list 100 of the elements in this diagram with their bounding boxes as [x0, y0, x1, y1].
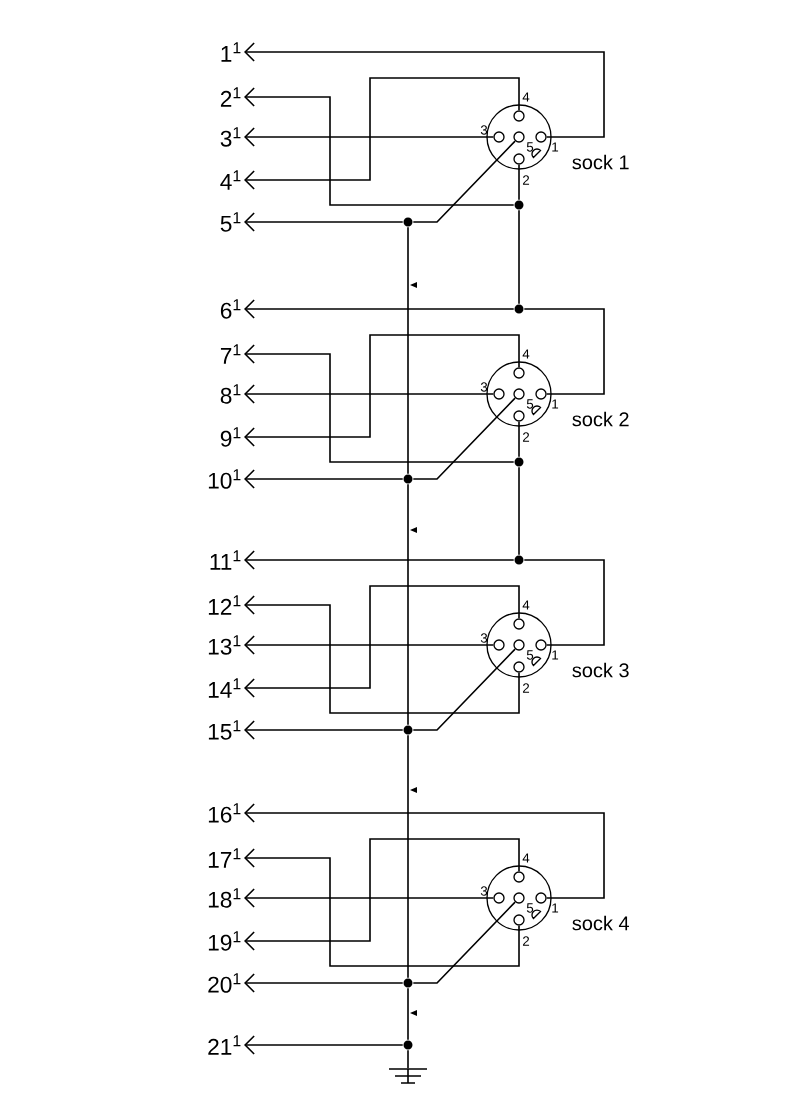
wire-arrow — [244, 334, 520, 447]
pin-hole — [513, 914, 525, 926]
socket-label: sock 3 — [572, 662, 629, 678]
socket — [486, 865, 552, 931]
socket — [486, 612, 552, 678]
socket — [486, 361, 552, 427]
wire — [518, 466, 520, 556]
pin-number: 3 — [480, 125, 488, 135]
wire-arrow — [244, 720, 404, 740]
pin-number: 4 — [522, 92, 530, 102]
pin-number: 3 — [480, 382, 488, 392]
pin-number: 1 — [552, 650, 559, 660]
pin-hole — [513, 618, 525, 630]
pin-hole — [513, 388, 525, 400]
pin-hole — [513, 410, 525, 422]
terminal-label: 1$^{1}$ — [221, 42, 241, 62]
pin-hole — [513, 367, 525, 379]
terminal-label: 21$^{1}$ — [208, 1035, 241, 1055]
terminal-label: 4$^{1}$ — [220, 170, 241, 190]
pin-hole — [535, 131, 547, 143]
pin-hole — [513, 661, 525, 673]
pin-number: 3 — [480, 633, 488, 643]
wire-arrow — [244, 344, 515, 463]
wire — [407, 226, 409, 475]
wire-arrow — [244, 42, 605, 138]
wire — [407, 483, 409, 726]
pin-hole — [513, 131, 525, 143]
wire — [407, 734, 409, 979]
pin-hole — [513, 639, 525, 651]
socket-label: sock 1 — [572, 154, 629, 170]
pin-number: 5 — [526, 650, 534, 660]
pin-number: 2 — [522, 936, 530, 946]
terminal-label: 19$^{1}$ — [208, 931, 241, 951]
terminal-label: 3$^{1}$ — [220, 127, 241, 147]
wire-arrow — [244, 469, 404, 489]
pin-hole — [513, 110, 525, 122]
wire — [407, 987, 409, 1041]
pin-number: 5 — [526, 142, 534, 152]
terminal-label: 7$^{1}$ — [220, 344, 241, 364]
pin-number: 4 — [522, 349, 530, 359]
pin-number: 4 — [522, 853, 530, 863]
pin-number: 1 — [552, 142, 559, 152]
pin-hole — [513, 871, 525, 883]
wire-arrow — [244, 77, 520, 190]
socket — [486, 104, 552, 170]
wire-arrow — [244, 635, 495, 655]
wire-arrow — [244, 848, 520, 967]
wire-arrow — [244, 1035, 404, 1055]
pin-number: 5 — [526, 903, 534, 913]
pin-number: 2 — [522, 683, 530, 693]
pin-number: 3 — [480, 886, 488, 896]
pin-hole — [535, 892, 547, 904]
wire-arrow — [244, 838, 520, 951]
wire — [523, 559, 605, 646]
terminal-label: 12$^{1}$ — [208, 595, 241, 615]
wire — [518, 209, 520, 305]
wire-arrow — [244, 127, 495, 147]
pin-hole — [513, 153, 525, 165]
wire-arrow — [244, 585, 520, 698]
terminal-label: 10$^{1}$ — [208, 469, 241, 489]
pin-hole — [535, 388, 547, 400]
pin-hole — [493, 892, 505, 904]
pin-number: 2 — [522, 432, 530, 442]
pin-hole — [493, 388, 505, 400]
terminal-label: 9$^{1}$ — [220, 427, 241, 447]
wire-arrow — [244, 803, 605, 899]
terminal-label: 20$^{1}$ — [208, 973, 241, 993]
wire — [407, 1049, 409, 1069]
ground-symbol — [388, 1068, 428, 1084]
wire — [412, 397, 516, 480]
terminal-label: 8$^{1}$ — [220, 384, 241, 404]
terminal-label: 13$^{1}$ — [208, 635, 241, 655]
terminal-label: 16$^{1}$ — [208, 803, 241, 823]
wire — [412, 140, 516, 223]
wire-arrow — [244, 595, 520, 714]
wire-arrow — [244, 384, 495, 404]
wire — [518, 420, 520, 458]
pin-hole — [493, 131, 505, 143]
terminal-label: 14$^{1}$ — [208, 678, 241, 698]
wire — [523, 308, 605, 395]
terminal-label: 5$^{1}$ — [220, 212, 241, 232]
terminal-label: 6$^{1}$ — [220, 299, 241, 319]
wire-arrow — [244, 550, 515, 570]
terminal-label: 11$^{1}$ — [210, 550, 241, 570]
terminal-label: 15$^{1}$ — [208, 720, 241, 740]
pin-number: 1 — [552, 903, 559, 913]
pin-number: 1 — [552, 399, 559, 409]
terminal-label: 18$^{1}$ — [208, 888, 241, 908]
pin-hole — [535, 639, 547, 651]
wire-arrow — [244, 888, 495, 908]
wire — [412, 648, 516, 731]
wire-arrow — [244, 299, 515, 319]
wire-arrow — [244, 212, 404, 232]
terminal-label: 2$^{1}$ — [220, 87, 241, 107]
terminal-label: 17$^{1}$ — [208, 848, 241, 868]
pin-hole — [493, 639, 505, 651]
wire — [412, 901, 516, 984]
wire — [518, 163, 520, 201]
wire-arrow — [244, 87, 515, 206]
socket-label: sock 4 — [572, 915, 629, 931]
